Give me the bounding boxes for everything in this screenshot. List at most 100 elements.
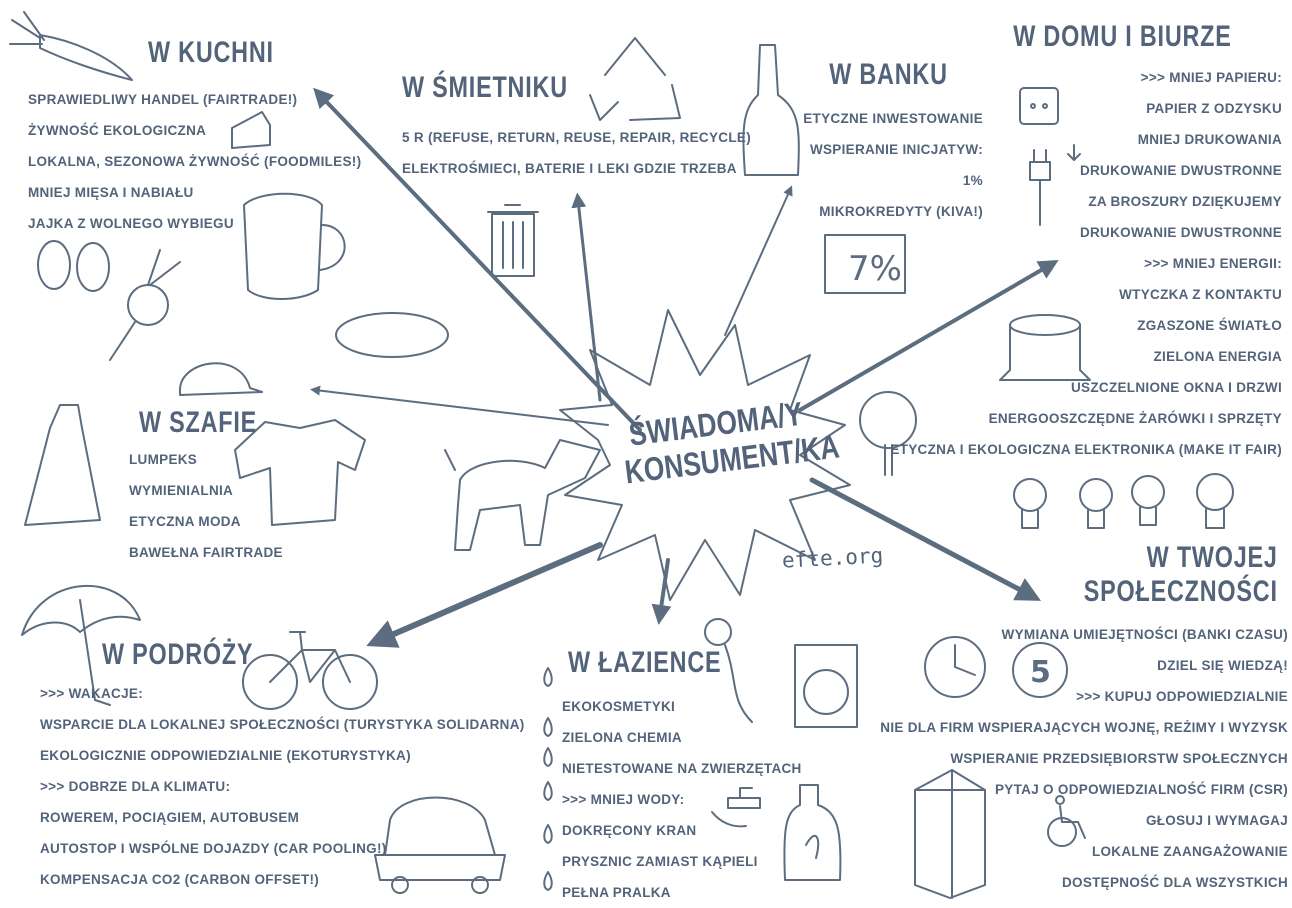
section-lazienka: W ŁAZIENCE EKOKOSMETYKI ZIELONA CHEMIA N… <box>562 648 802 908</box>
arrow-lazienka <box>651 558 672 625</box>
bread-illustration <box>335 312 449 358</box>
list-item: WYMIENIALNIA <box>129 483 234 498</box>
hat-illustration <box>179 362 263 396</box>
umbrella-illustration <box>21 584 141 706</box>
recycle-icon <box>589 37 681 121</box>
list-item: ENERGOOSZCZĘDNE ŻARÓWKI I SPRZĘTY <box>988 411 1282 426</box>
item-list: EKOKOSMETYKI ZIELONA CHEMIA NIETESTOWANE… <box>562 691 802 908</box>
list-item: ŻYWNOŚĆ EKOLOGICZNA <box>28 123 207 138</box>
list-item: EKOLOGICZNIE ODPOWIEDZIALNIE (EKOTURYSTY… <box>40 748 411 763</box>
list-item: DOSTĘPNOŚĆ DLA WSZYSTKICH <box>1061 875 1288 890</box>
list-item: WYMIANA UMIEJĘTNOŚCI (BANKI CZASU) <box>1001 627 1288 642</box>
egg-illustration <box>76 242 110 292</box>
wheelchair-icon <box>1047 795 1086 847</box>
list-item: KOMPENSACJA CO2 (CARBON OFFSET!) <box>40 872 320 887</box>
list-item: MNIEJ DRUKOWANIA <box>1137 132 1282 147</box>
list-item: AUTOSTOP I WSPÓLNE DOJAZDY (CAR POOLING!… <box>40 841 387 856</box>
list-item: NIETESTOWANE NA ZWIERZĘTACH <box>562 761 802 776</box>
lightbulb-icon <box>1196 473 1234 529</box>
dress-illustration <box>24 404 101 526</box>
list-item: ETYCZNE INWESTOWANIE <box>803 111 983 126</box>
tree-illustration <box>859 391 917 476</box>
item-list: 5 R (REFUSE, RETURN, REUSE, REPAIR, RECY… <box>402 122 751 184</box>
svg-text:5: 5 <box>1030 655 1051 690</box>
section-bank: W BANKU ETYCZNE INWESTOWANIE WSPIERANIE … <box>803 60 983 227</box>
list-item: ZA BROSZURY DZIĘKUJEMY <box>1088 194 1282 209</box>
list-item: PRYSZNIC ZAMIAST KĄPIELI <box>562 854 758 869</box>
egg-illustration <box>37 240 71 290</box>
list-item: >>> MNIEJ WODY: <box>562 792 685 807</box>
list-item: GŁOSUJ I WYMAGAJ <box>1145 813 1288 828</box>
trash-can-illustration <box>487 204 539 277</box>
socket-icon <box>1019 87 1059 125</box>
arrow-szafa <box>310 385 609 426</box>
radish-illustration <box>109 249 181 361</box>
list-item: DRUKOWANIE DWUSTRONNE <box>1079 225 1282 240</box>
list-item: LUMPEKS <box>129 452 198 467</box>
list-item: PAPIER Z ODZYSKU <box>1146 101 1282 116</box>
list-item: USZCZELNIONE OKNA I DRZWI <box>1071 380 1282 395</box>
percent-icon <box>824 234 906 294</box>
list-item: DOKRĘCONY KRAN <box>562 823 697 838</box>
drop-icon <box>543 667 553 687</box>
list-item: SPRAWIEDLIWY HANDEL (FAIRTRADE!) <box>28 92 298 107</box>
arrow-smietnik <box>571 192 602 402</box>
washing-machine-icon <box>794 644 858 728</box>
list-item: WTYCZKA Z KONTAKTU <box>1119 287 1282 302</box>
plug-icon <box>1029 144 1081 226</box>
list-item: JAJKA Z WOLNEGO WYBIEGU <box>28 216 234 231</box>
list-item: DZIEL SIĘ WIEDZĄ! <box>1157 658 1288 673</box>
mug-illustration <box>243 192 346 300</box>
list-item: MIKROKREDYTY (KIVA!) <box>819 204 983 219</box>
section-podroz: W PODRÓŻY >>> WAKACJE: WSPARCIE DLA LOKA… <box>40 640 525 895</box>
section-kuchnia: W KUCHNI SPRAWIEDLIWY HANDEL (FAIRTRADE!… <box>28 38 361 239</box>
list-item: PEŁNA PRALKA <box>562 885 671 900</box>
list-item: EKOKOSMETYKI <box>562 699 676 714</box>
list-item: 1% <box>962 173 983 188</box>
list-item: MNIEJ MIĘSA I NABIAŁU <box>28 185 194 200</box>
drop-icon <box>543 717 553 737</box>
starburst <box>559 309 851 601</box>
section-title: W SZAFIE <box>139 406 258 439</box>
section-title: W PODRÓŻY <box>102 638 254 671</box>
arrow-podroz <box>366 542 603 648</box>
item-list: SPRAWIEDLIWY HANDEL (FAIRTRADE!) ŻYWNOŚĆ… <box>28 84 361 239</box>
list-item: >>> DOBRZE DLA KLIMATU: <box>40 779 231 794</box>
list-item: LOKALNE ZAANGAŻOWANIE <box>1091 844 1288 859</box>
carrot-illustration <box>9 11 133 81</box>
shirt-illustration <box>234 419 366 526</box>
cheese-illustration <box>231 111 271 149</box>
arrow-spolecznosc <box>809 477 1042 601</box>
lightbulb-icon <box>1131 475 1165 526</box>
list-item: WSPARCIE DLA LOKALNEJ SPOŁECZNOŚCI (TURY… <box>40 717 525 732</box>
detergent-bottle-illustration <box>783 784 842 881</box>
list-item: ZGASZONE ŚWIATŁO <box>1137 318 1282 333</box>
item-list: WYMIANA UMIEJĘTNOŚCI (BANKI CZASU) DZIEL… <box>880 619 1288 898</box>
section-title: W BANKU <box>829 58 948 91</box>
bottle-illustration <box>742 44 800 176</box>
bicycle-illustration <box>242 631 378 710</box>
tap-icon <box>711 787 761 828</box>
list-item: >>> MNIEJ PAPIERU: <box>1140 70 1282 85</box>
lightbulb-icon <box>1079 478 1113 529</box>
arrow-bank <box>724 185 793 336</box>
section-dom-biuro: W DOMU I BIURZE >>> MNIEJ PAPIERU: PAPIE… <box>890 22 1282 465</box>
list-item: PYTAJ O ODPOWIEDZIALNOŚĆ FIRM (CSR) <box>995 782 1288 797</box>
list-item: ETYCZNA MODA <box>129 514 241 529</box>
drop-icon <box>543 871 553 891</box>
section-title: W DOMU I BIURZE <box>1013 20 1232 53</box>
section-title: W KUCHNI <box>148 36 274 69</box>
car-illustration <box>374 796 506 894</box>
drop-icon <box>543 781 553 801</box>
coin-icon <box>1012 642 1068 698</box>
item-list: ETYCZNE INWESTOWANIE WSPIERANIE INICJATY… <box>803 103 983 227</box>
list-item: 5 R (REFUSE, RETURN, REUSE, REPAIR, RECY… <box>402 130 751 145</box>
list-item: ZIELONA CHEMIA <box>562 730 682 745</box>
section-title: W ŁAZIENCE <box>568 646 722 679</box>
list-item: BAWEŁNA FAIRTRADE <box>129 545 283 560</box>
section-title-line1: W TWOJEJ <box>1146 541 1278 574</box>
clock-icon <box>924 636 986 698</box>
list-item: ROWEREM, POCIĄGIEM, AUTOBUSEM <box>40 810 300 825</box>
stump-illustration <box>999 314 1091 381</box>
